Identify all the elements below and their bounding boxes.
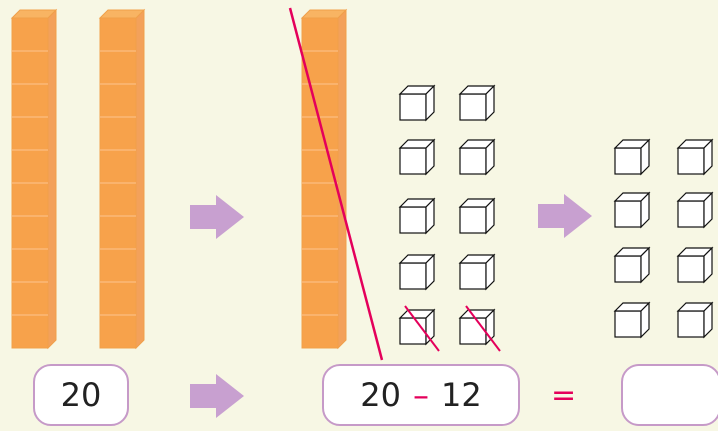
unit-cube [399,85,435,121]
minus-sign: – [413,376,429,414]
cross-out-line [404,305,440,352]
unit-cube [677,302,713,338]
unit-cubes-middle [399,85,501,352]
unit-cube [614,302,650,338]
unit-cube [677,247,713,283]
unit-cube [614,247,650,283]
unit-cubes-right [614,139,713,338]
unit-cube [677,139,713,175]
ten-rod [99,9,145,349]
expression-left: 20 [360,376,401,414]
result-box[interactable] [621,364,718,426]
unit-cube [459,309,495,345]
arrow-right-icon [190,374,244,418]
unit-cube [459,85,495,121]
arrow-right-icon [538,194,592,238]
start-value-box: 20 [33,364,129,426]
cross-out-line [465,305,501,352]
unit-cube [614,192,650,228]
ten-rod [301,9,347,349]
unit-cube [399,139,435,175]
ten-rods-left [11,9,145,349]
unit-cube [399,254,435,290]
unit-cube [459,254,495,290]
start-value: 20 [60,376,102,414]
unit-cube [677,192,713,228]
unit-cube [399,198,435,234]
expression-box: 20 – 12 [322,364,520,426]
expression-right: 12 [441,376,482,414]
unit-cube [614,139,650,175]
ten-rod [11,9,57,349]
unit-cube [459,198,495,234]
equals-sign: = [551,378,577,413]
arrow-right-icon [190,195,244,239]
unit-cube [459,139,495,175]
cross-out-line [288,7,384,361]
ten-rod-crossed [288,7,384,361]
